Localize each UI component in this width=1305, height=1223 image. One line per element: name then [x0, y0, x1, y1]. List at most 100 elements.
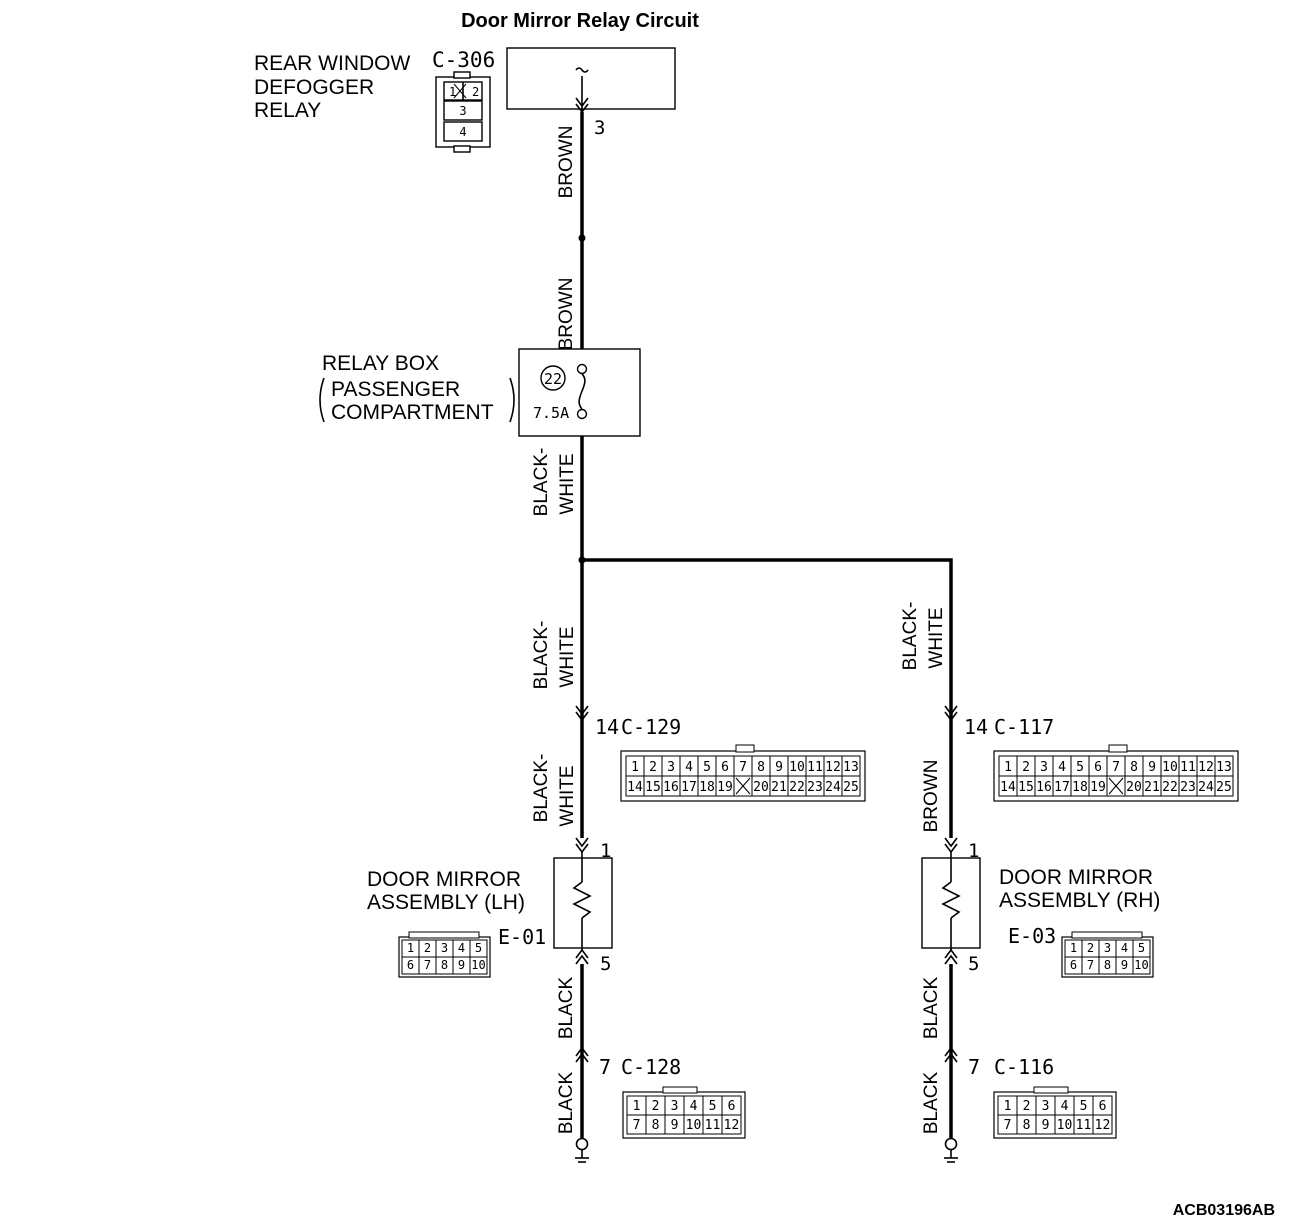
connector-pin-label: 10 — [789, 760, 805, 775]
connector-pin-label: 2 — [1023, 1099, 1031, 1114]
connector-pin-label: 21 — [771, 780, 787, 795]
connector-pin-label: 1 — [633, 1099, 641, 1114]
connector-pin-label: 7 — [739, 760, 747, 775]
wire-color-label: WHITE — [557, 626, 578, 687]
connector-pin-label: 4 — [1058, 760, 1066, 775]
connector-pin-label: 6 — [1099, 1099, 1107, 1114]
connector-pin-label: 3 — [671, 1099, 679, 1114]
wire-color-label: WHITE — [557, 453, 578, 514]
connector-pin-label: 10 — [686, 1118, 702, 1133]
connector-marker-c129 — [575, 705, 589, 722]
connector-pin-label: 10 — [471, 958, 485, 972]
figure-id: ACB03196AB — [1173, 1202, 1275, 1219]
connector-pin-label: 2 — [1087, 941, 1094, 955]
mirror-rh-connector-label: E-03 — [1008, 924, 1056, 948]
wire-black-white-rh — [582, 558, 953, 838]
fuse-number-circle — [540, 365, 566, 391]
connector-pin-cell — [469, 956, 488, 975]
connector-pin-label: 9 — [671, 1118, 679, 1133]
connector-pin-label: 5 — [709, 1099, 717, 1114]
mirror-lh-name-line2: ASSEMBLY (LH) — [367, 891, 525, 914]
connector-pin-label: 13 — [1216, 760, 1232, 775]
relay-box: 22 7.5A RELAY BOX PASSENGER COMPARTMENT — [319, 348, 641, 437]
connector-pin-label: 6 — [1094, 760, 1102, 775]
connector-pin-label: 2 — [424, 941, 431, 955]
connector-pin-label: 16 — [1036, 780, 1052, 795]
connector-pin-c128: 7 — [599, 1055, 611, 1079]
splice-point — [578, 234, 586, 242]
connector-pin-label: 6 — [721, 760, 729, 775]
connector-pin-label: 15 — [645, 780, 661, 795]
connector-pin-label: 10 — [1134, 958, 1148, 972]
connector-pin-label: 13 — [843, 760, 859, 775]
connector-pin-label: 9 — [1148, 760, 1156, 775]
connector-pin-label: 8 — [757, 760, 765, 775]
connector-pin-label: 2 — [649, 760, 657, 775]
relay-tilde-symbol — [575, 67, 589, 73]
connector-pin-label: 8 — [652, 1118, 660, 1133]
connector-pin-label: 9 — [775, 760, 783, 775]
connector-pin-label: 3 — [1104, 941, 1111, 955]
connector-pin-label: 11 — [1076, 1118, 1092, 1133]
connector-pin-label: 16 — [663, 780, 679, 795]
connector-pin-label: 5 — [1080, 1099, 1088, 1114]
connector-pin-label: 4 — [685, 760, 693, 775]
wire-color-label: WHITE — [926, 607, 947, 668]
connector-pin-label: 7 — [1087, 958, 1094, 972]
connector-pin-label: 7 — [1112, 760, 1120, 775]
connector-pin-label: 18 — [699, 780, 715, 795]
fuse-number: 22 — [544, 370, 562, 388]
connector-pin-label: 6 — [1070, 958, 1077, 972]
connector-pin-label: 22 — [1162, 780, 1178, 795]
connector-pin-label: 3 — [1042, 1099, 1050, 1114]
relay-body — [506, 47, 676, 110]
diagram-title: Door Mirror Relay Circuit — [461, 10, 699, 32]
connector-pin-label: 6 — [728, 1099, 736, 1114]
connector-marker-lh-pin5 — [575, 948, 589, 965]
mirror-lh-connector-label: E-01 — [498, 925, 546, 949]
connector-pin-label: 18 — [1072, 780, 1088, 795]
relay-pin-label: 2 — [472, 85, 479, 99]
relay-box-name-line2: PASSENGER — [331, 378, 460, 401]
relay-pin-label: 4 — [459, 125, 466, 139]
connector-pin-label: 14 — [1000, 780, 1016, 795]
connector-pin-label: 3 — [667, 760, 675, 775]
wire-color-label: BLACK — [556, 1072, 577, 1135]
relay-pin-label: 3 — [459, 104, 466, 118]
mirror-lh-body — [553, 857, 613, 949]
connector-pin-label: 8 — [1023, 1118, 1031, 1133]
connector-pin-label: 20 — [753, 780, 769, 795]
connector-pin-label: 15 — [1018, 780, 1034, 795]
fuse-icon — [578, 373, 586, 410]
connector-pin-cell — [1132, 956, 1151, 975]
connector-pin-c116: 7 — [968, 1055, 980, 1079]
connector-pin-label: 5 — [475, 941, 482, 955]
connector-pin-label: 5 — [1138, 941, 1145, 955]
connector-pin-label: 1 — [1070, 941, 1077, 955]
connector-label-c116: C-116 — [994, 1055, 1054, 1079]
connector-marker-lh-pin1 — [575, 837, 589, 854]
mirror-rh-pin-out: 5 — [968, 953, 979, 975]
connector-pin-label: 22 — [789, 780, 805, 795]
connector-pin-label: 10 — [1162, 760, 1178, 775]
connector-pin-label: 5 — [1076, 760, 1084, 775]
mirror-rh-name-line2: ASSEMBLY (RH) — [999, 889, 1160, 912]
mirror-rh-pin-in: 1 — [968, 840, 979, 862]
connector-label-c129: C-129 — [621, 715, 681, 739]
connector-pin-label: 1 — [407, 941, 414, 955]
connector-pin-label: 3 — [441, 941, 448, 955]
wire-color-label: BROWN — [556, 278, 577, 351]
ground-icon — [575, 1137, 589, 1163]
relay-connector-face: 1 2 3 4 — [435, 71, 491, 153]
connector-pin-label: 17 — [681, 780, 697, 795]
connector-pin-label: 9 — [1042, 1118, 1050, 1133]
defogger-relay: REAR WINDOW DEFOGGER RELAY C-306 1 2 3 4… — [254, 47, 676, 153]
connector-marker-c117 — [944, 705, 958, 722]
connector-pin-label: 4 — [690, 1099, 698, 1114]
relay-box-name-line3: COMPARTMENT — [331, 401, 494, 424]
connector-pin-label: 8 — [1104, 958, 1111, 972]
connector-label-c128: C-128 — [621, 1055, 681, 1079]
connector-pin-cell — [721, 1114, 742, 1135]
